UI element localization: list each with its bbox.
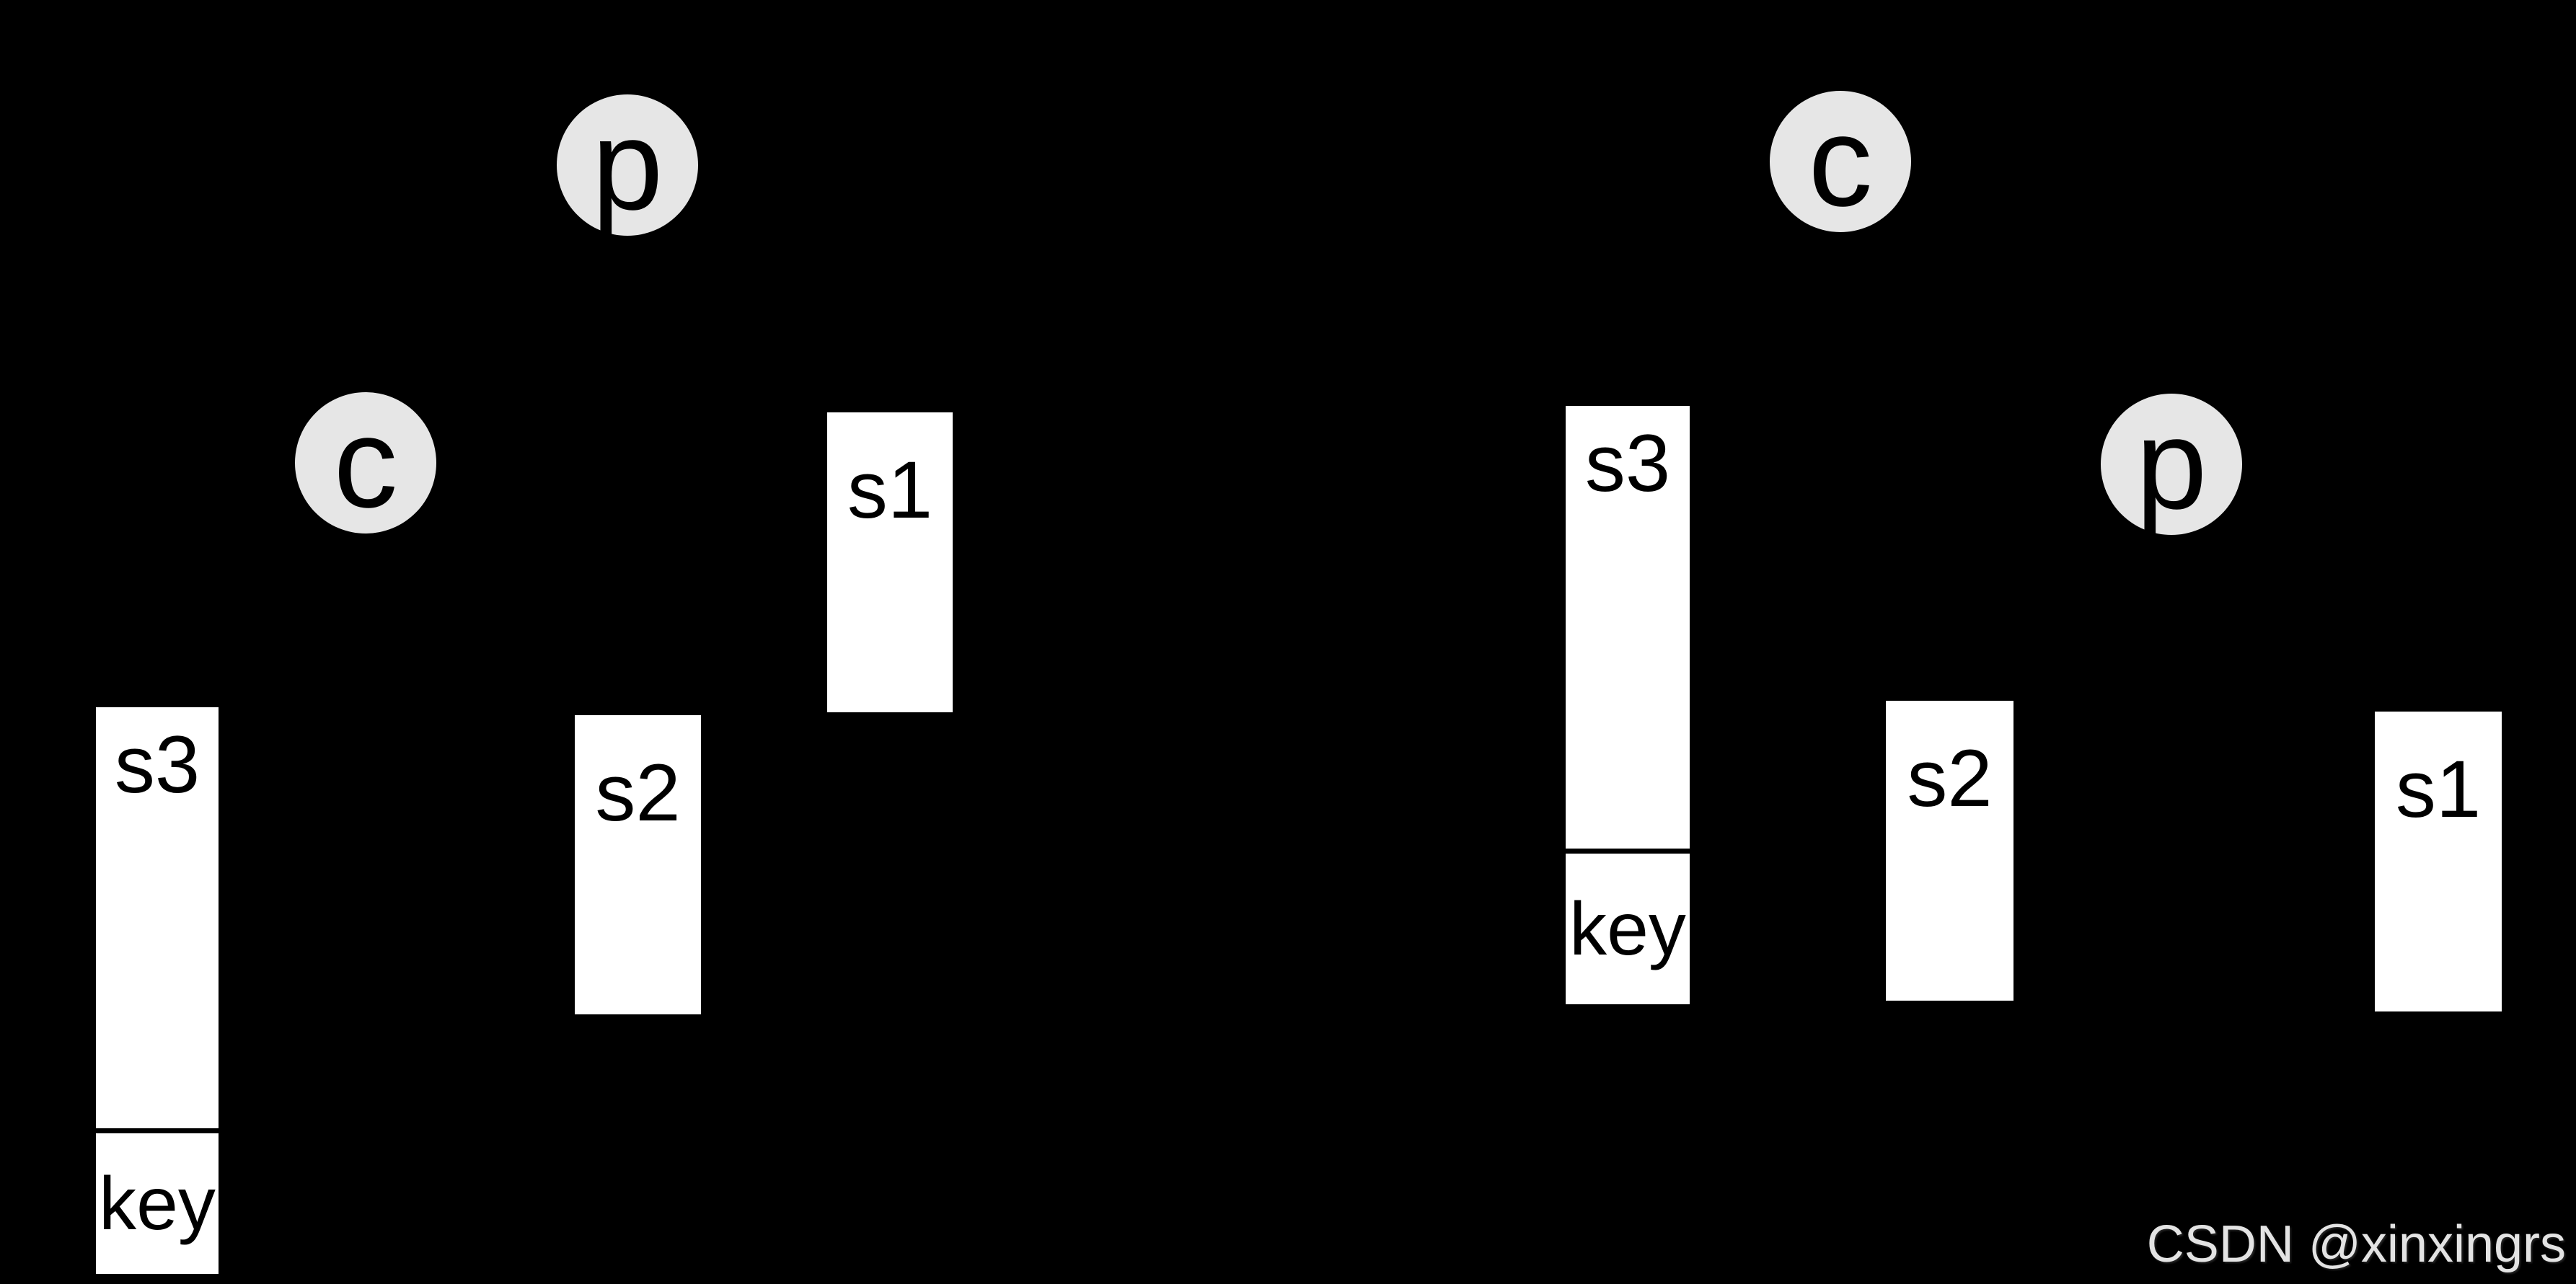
left-segment-s3-label: s3 [114,720,200,810]
right-segment-s2-label: s2 [1907,733,1993,823]
left-segment-s2-bar: s2 [575,715,701,1014]
right-consumer-label: c [1808,89,1873,233]
left-key-label: key [99,1161,216,1246]
right-segment-s3-bar: s3 key [1566,406,1690,1004]
left-segment-s1-label: s1 [847,445,933,535]
csdn-watermark: CSDN @xinxingrs [2146,1216,2566,1273]
left-segment-s2-label: s2 [595,748,681,838]
right-segment-s1-bar: s1 [2375,712,2502,1011]
right-segment-s1-label: s1 [2395,744,2482,834]
right-producer-label: p [2135,392,2207,536]
right-segment-s3-label: s3 [1584,418,1671,508]
right-segment-s2-bar: s2 [1886,701,2013,1001]
left-segment-s1-bar: s1 [827,412,953,712]
left-segment-s3-bar: s3 key [96,707,219,1274]
left-producer-label: p [591,93,663,236]
right-key-cell: key [1566,849,1690,1004]
right-key-label: key [1569,887,1686,971]
left-producer-circle: p [557,94,698,236]
left-key-cell: key [96,1128,219,1274]
right-producer-circle: p [2101,394,2242,535]
left-consumer-circle: c [295,392,436,533]
left-consumer-label: c [333,391,398,534]
right-consumer-circle: c [1770,91,1911,232]
